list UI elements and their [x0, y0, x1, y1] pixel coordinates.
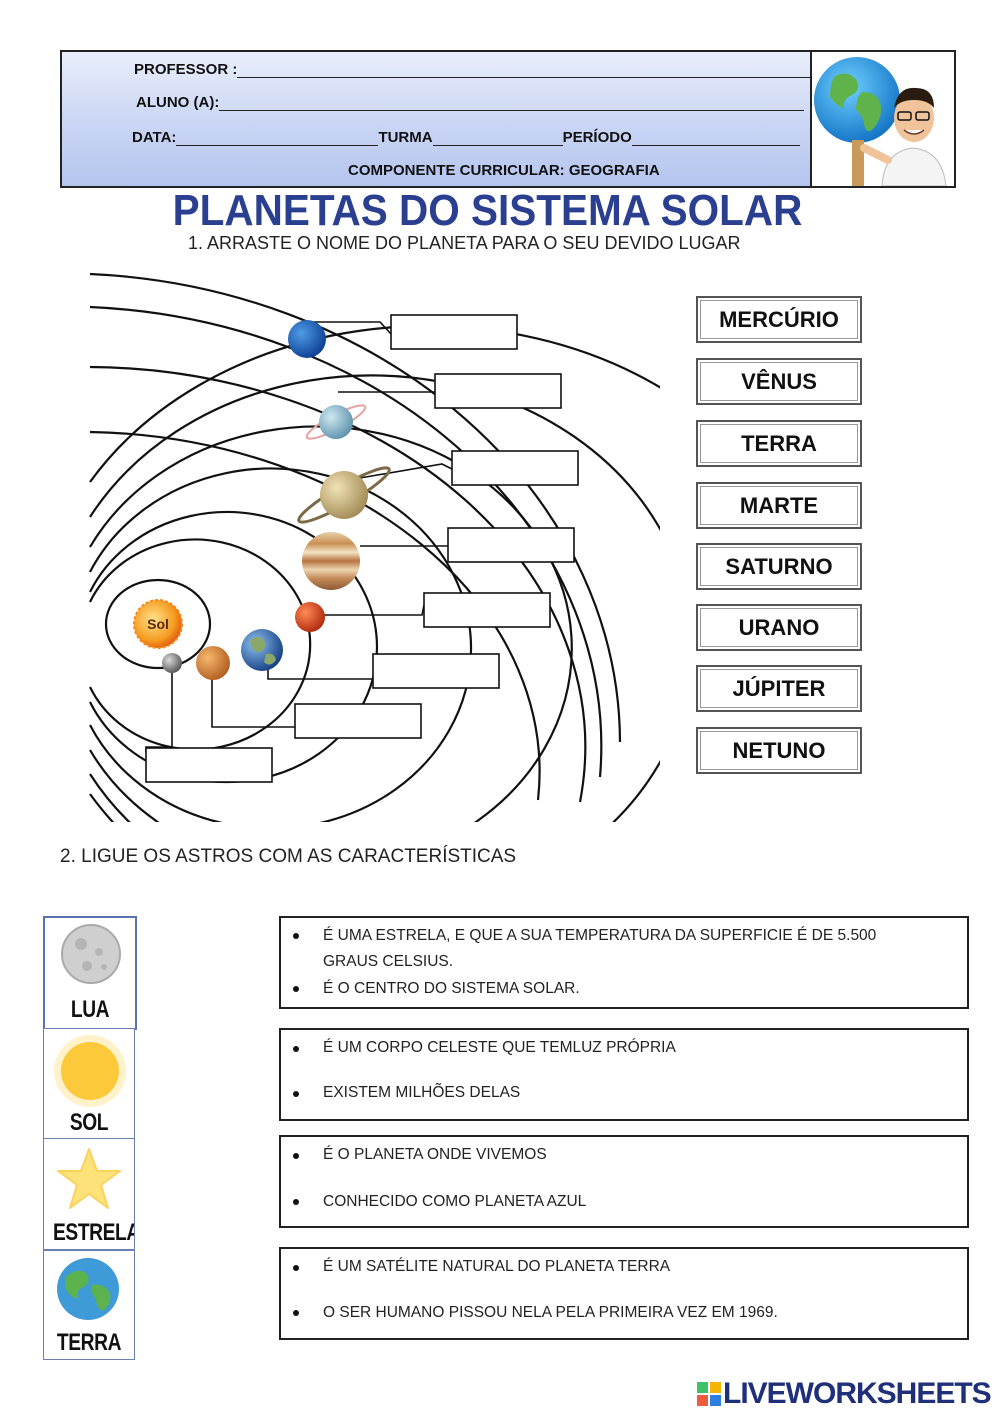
- drop-box-8[interactable]: [145, 747, 273, 783]
- characteristic-box-2[interactable]: É UM CORPO CELESTE QUE TEMLUZ PRÓPRIA EX…: [279, 1028, 969, 1121]
- turma-field[interactable]: [432, 131, 563, 146]
- worksheet-header: PROFESSOR : ALUNO (A): DATA: TURMA PERÍODO…: [60, 50, 816, 188]
- globe-icon: [814, 57, 900, 143]
- astro-estrelas[interactable]: ESTRELAS: [43, 1138, 135, 1250]
- word-netuno[interactable]: NETUNO: [696, 727, 862, 774]
- characteristic-text: O SER HUMANO PISSOU NELA PELA PRIMEIRA V…: [323, 1304, 778, 1321]
- moon-icon: [61, 924, 121, 984]
- question-2-instruction: 2. LIGUE OS ASTROS COM AS CARACTERÍSTICA…: [60, 846, 517, 867]
- drop-box-7[interactable]: [294, 703, 422, 739]
- astro-label-estrelas: ESTRELAS: [53, 1219, 134, 1246]
- earth-planet-icon: [241, 629, 283, 671]
- drop-box-4[interactable]: [447, 527, 575, 563]
- liveworksheets-brand: LIVEWORKSHEETS: [697, 1377, 992, 1411]
- characteristic-box-4[interactable]: É UM SATÉLITE NATURAL DO PLANETA TERRA O…: [279, 1247, 969, 1340]
- astro-label-terra: TERRA: [56, 1329, 122, 1356]
- sun-icon: [54, 1035, 126, 1107]
- liveworksheets-logo-icon: [697, 1382, 721, 1406]
- drop-box-2[interactable]: [434, 373, 562, 409]
- mercury-planet-icon: [162, 653, 182, 673]
- characteristic-text: É O PLANETA ONDE VIVEMOS: [323, 1146, 547, 1163]
- data-field[interactable]: [176, 131, 379, 146]
- star-icon: [57, 1148, 121, 1209]
- drop-box-6[interactable]: [372, 653, 500, 689]
- characteristic-text: É UM CORPO CELESTE QUE TEMLUZ PRÓPRIA: [323, 1039, 676, 1056]
- venus-planet-icon: [196, 646, 230, 680]
- word-urano[interactable]: URANO: [696, 604, 862, 651]
- astro-terra[interactable]: TERRA: [43, 1250, 135, 1360]
- mars-planet-icon: [295, 602, 325, 632]
- componente-curricular: COMPONENTE CURRICULAR: GEOGRAFIA: [348, 162, 660, 179]
- page-title: PLANETAS DO SISTEMA SOLAR: [172, 186, 803, 235]
- turma-label: TURMA: [378, 129, 433, 146]
- neptune-planet-icon: [288, 320, 326, 358]
- astro-lua[interactable]: LUA: [43, 916, 137, 1030]
- uranus-planet-icon: [305, 404, 367, 440]
- solar-system-diagram: Sol: [89, 272, 660, 822]
- word-jupiter[interactable]: JÚPITER: [696, 665, 862, 712]
- jupiter-planet-icon: [302, 532, 360, 590]
- aluno-field[interactable]: [219, 96, 805, 111]
- word-mercurio[interactable]: MERCÚRIO: [696, 296, 862, 343]
- sun-icon: Sol: [133, 599, 183, 649]
- professor-label: PROFESSOR :: [134, 61, 238, 78]
- sun-label: Sol: [147, 616, 169, 632]
- characteristic-text: CONHECIDO COMO PLANETA AZUL: [323, 1193, 587, 1210]
- orbit-lines: [89, 272, 660, 822]
- periodo-label: PERÍODO: [562, 129, 632, 146]
- characteristic-text: É UMA ESTRELA, E QUE A SUA TEMPERATURA D…: [323, 927, 877, 970]
- brand-name: LIVEWORKSHEETS: [723, 1377, 992, 1410]
- saturn-planet-icon: [297, 466, 391, 524]
- astro-label-sol: SOL: [69, 1109, 109, 1136]
- periodo-field[interactable]: [631, 131, 800, 146]
- earth-icon: [57, 1258, 119, 1320]
- answer-drop-boxes: [145, 314, 579, 783]
- drop-box-1[interactable]: [390, 314, 518, 350]
- aluno-label: ALUNO (A):: [136, 94, 220, 111]
- astro-sol[interactable]: SOL: [43, 1028, 135, 1140]
- word-venus[interactable]: VÊNUS: [696, 358, 862, 405]
- word-terra[interactable]: TERRA: [696, 420, 862, 467]
- characteristic-text: EXISTEM MILHÕES DELAS: [323, 1084, 521, 1101]
- word-saturno[interactable]: SATURNO: [696, 543, 862, 590]
- characteristic-text: É O CENTRO DO SISTEMA SOLAR.: [323, 980, 580, 997]
- data-label: DATA:: [132, 129, 177, 146]
- drop-box-3[interactable]: [451, 450, 579, 486]
- characteristic-box-3[interactable]: É O PLANETA ONDE VIVEMOS CONHECIDO COMO …: [279, 1135, 969, 1228]
- characteristic-text: É UM SATÉLITE NATURAL DO PLANETA TERRA: [323, 1258, 671, 1275]
- characteristic-box-1[interactable]: É UMA ESTRELA, E QUE A SUA TEMPERATURA D…: [279, 916, 969, 1009]
- word-marte[interactable]: MARTE: [696, 482, 862, 529]
- astro-label-lua: LUA: [70, 996, 110, 1023]
- professor-field[interactable]: [237, 63, 816, 78]
- drop-box-5[interactable]: [423, 592, 551, 628]
- question-1-instruction: 1. ARRASTE O NOME DO PLANETA PARA O SEU …: [188, 233, 741, 253]
- teacher-avatar: [810, 50, 956, 188]
